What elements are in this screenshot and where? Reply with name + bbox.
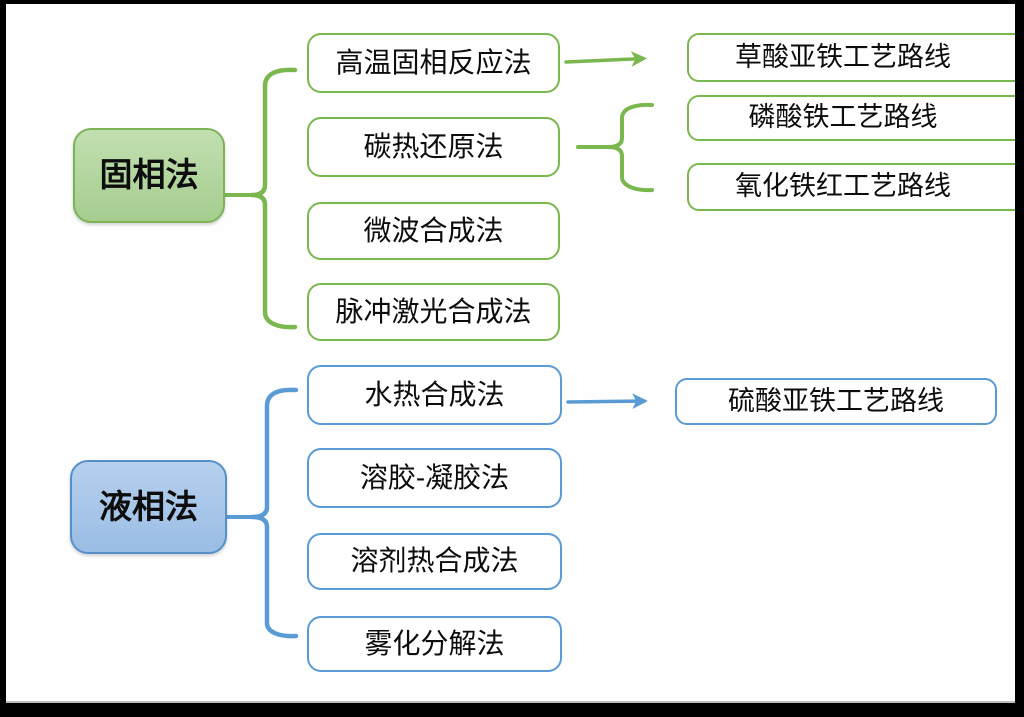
node-label: 脉冲激光合成法 [335, 295, 532, 327]
node-label: 溶剂热合成法 [350, 545, 519, 577]
node-route-iron-phosphate: 磷酸铁工艺路线 [687, 95, 1015, 141]
liquid-phase-brace-connector [249, 387, 299, 639]
hydrothermal-arrow-icon [566, 393, 648, 410]
node-label: 水热合成法 [364, 378, 505, 410]
high-temp-arrow-icon [564, 51, 647, 67]
node-liquid-phase: 液相法 [70, 460, 227, 554]
carbothermal-brace-connector [606, 102, 654, 193]
node-sol-gel: 溶胶-凝胶法 [307, 448, 562, 508]
node-label: 氧化铁红工艺路线 [735, 171, 951, 202]
node-solid-phase: 固相法 [73, 128, 225, 223]
node-label: 溶胶-凝胶法 [359, 461, 510, 493]
node-label: 硫酸亚铁工艺路线 [728, 385, 944, 416]
node-microwave-synthesis: 微波合成法 [307, 202, 560, 260]
node-high-temp-solid-reaction: 高温固相反应法 [307, 33, 560, 93]
node-carbothermal-reduction: 碳热还原法 [307, 117, 560, 177]
node-hydrothermal-synthesis: 水热合成法 [307, 365, 562, 425]
node-solvothermal-synthesis: 溶剂热合成法 [307, 533, 562, 590]
node-label: 雾化分解法 [364, 627, 505, 659]
node-solid-phase-label: 固相法 [99, 156, 199, 194]
node-label: 高温固相反应法 [335, 46, 532, 78]
node-label: 草酸亚铁工艺路线 [735, 41, 951, 72]
node-route-ferrous-oxalate: 草酸亚铁工艺路线 [687, 33, 1015, 82]
node-route-iron-oxide-red: 氧化铁红工艺路线 [687, 163, 1015, 211]
solid-phase-brace-connector [249, 67, 298, 330]
node-liquid-phase-label: 液相法 [99, 487, 198, 525]
node-route-ferrous-sulfate: 硫酸亚铁工艺路线 [675, 378, 997, 425]
node-pulsed-laser-synthesis: 脉冲激光合成法 [307, 283, 560, 341]
node-label: 磷酸铁工艺路线 [748, 102, 938, 133]
node-label: 碳热还原法 [363, 130, 504, 162]
node-label: 微波合成法 [363, 214, 504, 246]
node-spray-decomposition: 雾化分解法 [307, 616, 562, 672]
diagram-canvas: 固相法 高温固相反应法 碳热还原法 微波合成法 脉冲激光合成法 草酸亚铁工艺路线… [6, 4, 1015, 703]
